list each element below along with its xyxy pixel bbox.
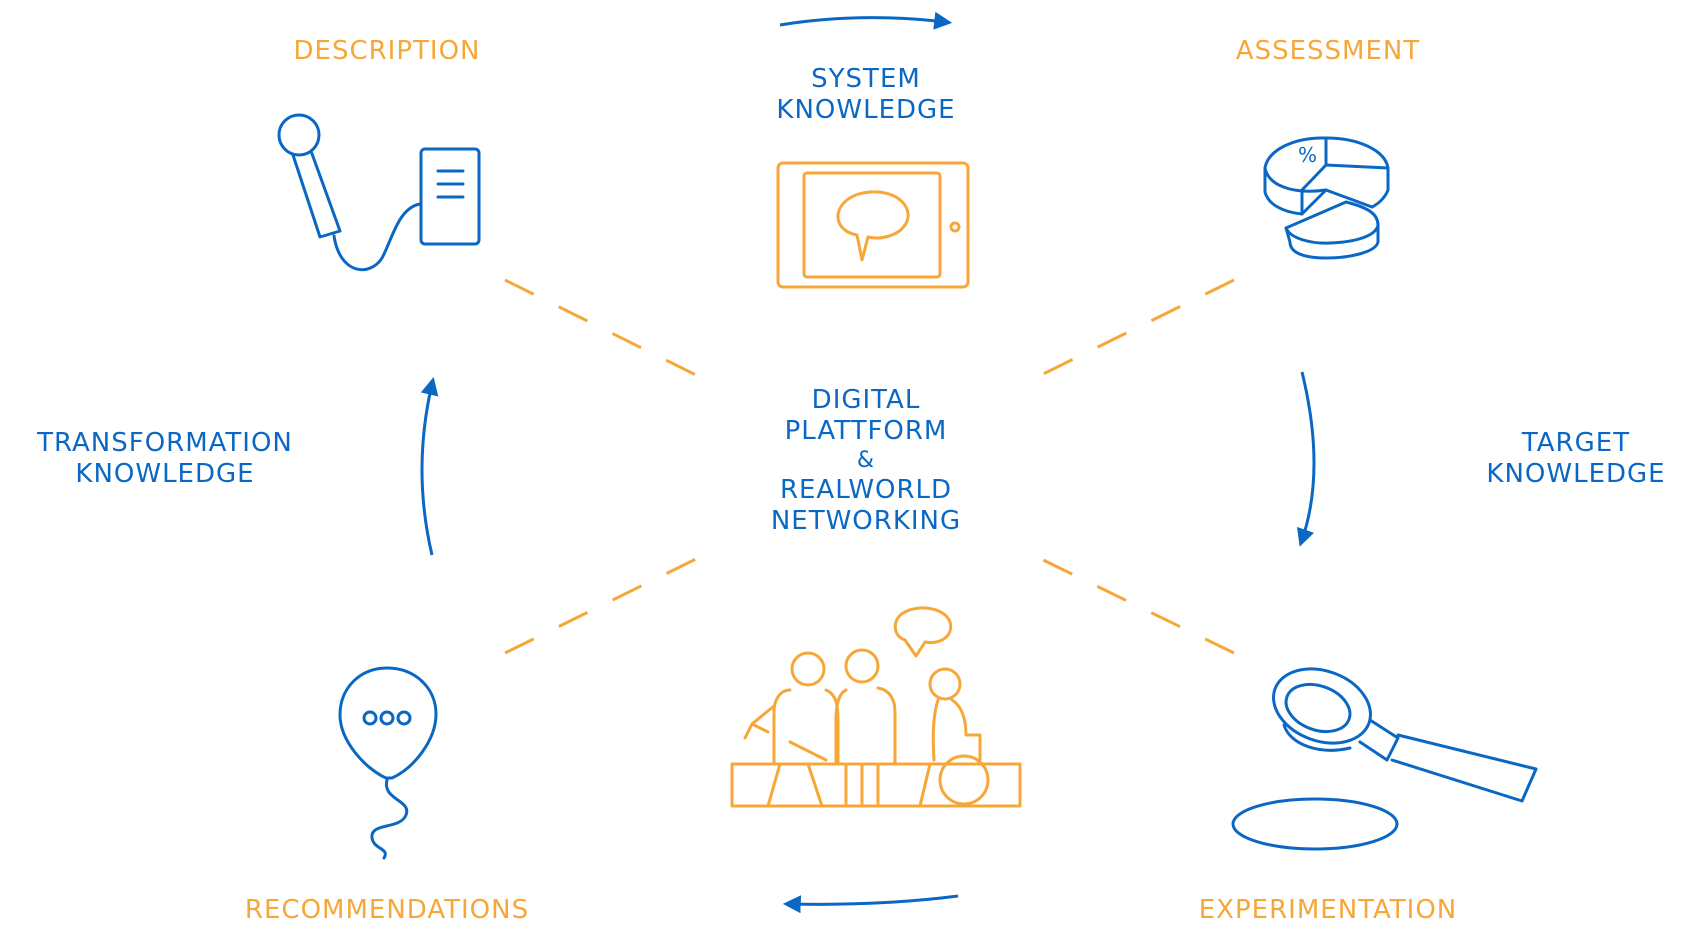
system-knowledge-label: SYSTEM KNOWLEDGE [776, 64, 955, 126]
stage-assessment-label: ASSESSMENT [1235, 36, 1421, 66]
magnifying-glass-icon [1231, 667, 1538, 851]
arrow-left-icon [420, 376, 439, 556]
spoke-top-left [504, 278, 703, 380]
arrow-right-icon [1296, 371, 1316, 547]
transformation-knowledge-line-1: TRANSFORMATION [37, 428, 293, 458]
center-line-5: NETWORKING [770, 506, 962, 536]
svg-text:%: % [1298, 143, 1317, 167]
transformation-knowledge-line-2: KNOWLEDGE [75, 459, 255, 489]
target-knowledge-line-2: KNOWLEDGE [1486, 459, 1666, 489]
cycle-arrows [420, 11, 1316, 914]
center-platform-label: DIGITAL PLATTFORM & REALWORLD NETWORKING [771, 385, 961, 537]
target-knowledge-label: TARGET KNOWLEDGE [1486, 428, 1665, 490]
spoke-bottom-right [1034, 554, 1235, 655]
arrow-top-icon [779, 11, 953, 30]
microphone-document-icon [277, 113, 481, 272]
arrow-bottom-icon [782, 894, 959, 914]
people-on-bench-icon [730, 606, 1022, 808]
system-knowledge-line-1: SYSTEM [811, 64, 921, 94]
stage-experimentation-label: EXPERIMENTATION [1198, 895, 1458, 925]
center-line-3: & [856, 448, 876, 473]
center-line-4: REALWORLD [779, 475, 953, 505]
target-knowledge-line-1: TARGET [1521, 428, 1631, 458]
pie-chart-icon: % [1263, 136, 1390, 260]
system-knowledge-line-2: KNOWLEDGE [776, 95, 956, 125]
center-line-2: PLATTFORM [784, 416, 948, 446]
transformation-knowledge-label: TRANSFORMATION KNOWLEDGE [37, 428, 293, 490]
tablet-speech-bubble-icon [776, 161, 970, 289]
stage-description-label: DESCRIPTION [293, 36, 481, 66]
dashed-spokes [504, 278, 1235, 655]
center-line-1: DIGITAL [811, 385, 921, 415]
spoke-bottom-left [504, 554, 703, 655]
spoke-top-right [1034, 278, 1235, 380]
stage-recommendations-label: RECOMMENDATIONS [244, 895, 530, 925]
lightbulb-icon [338, 666, 438, 860]
